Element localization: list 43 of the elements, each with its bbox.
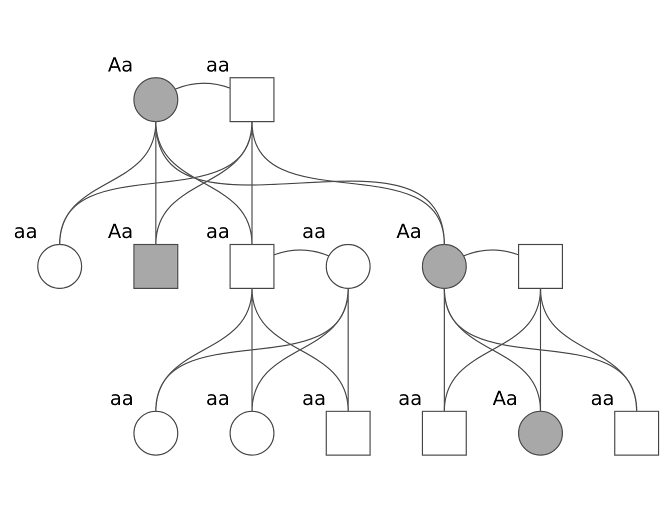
connector [175, 82, 230, 90]
node-label: Aa [108, 220, 134, 243]
connector [155, 121, 253, 244]
connector [464, 248, 519, 256]
connector [155, 121, 156, 244]
node-label: aa [590, 386, 615, 410]
node-box [326, 410, 371, 456]
connector [444, 288, 542, 411]
node-label: aa [398, 386, 422, 410]
connector [155, 120, 445, 244]
connector [251, 121, 445, 244]
node-label: Aa [108, 52, 134, 76]
node-label: aa [302, 386, 326, 410]
node-circle [37, 243, 82, 288]
node-circle [326, 243, 371, 288]
node-box [133, 243, 178, 288]
node-box [230, 243, 275, 288]
connector [155, 288, 349, 411]
node-label: aa [14, 220, 38, 243]
node-box [614, 410, 660, 456]
node-label: aa [110, 386, 134, 410]
connector [444, 288, 445, 411]
connector [274, 248, 329, 256]
node-circle [422, 243, 467, 288]
connector [59, 121, 156, 244]
connector [59, 121, 253, 244]
connector [251, 288, 349, 411]
node-label: aa [206, 52, 230, 76]
node-label: Aa [492, 386, 518, 410]
node-box [518, 243, 564, 288]
node-label: aa [206, 220, 230, 243]
node-box [422, 410, 467, 456]
connector [444, 288, 638, 411]
connector [540, 288, 638, 411]
node-circle [518, 410, 564, 456]
node-circle [133, 410, 178, 456]
node-circle [230, 410, 275, 456]
node-label: aa [206, 386, 230, 410]
node-label: aa [302, 220, 326, 243]
node-box [230, 76, 275, 122]
connector [348, 288, 349, 411]
node-circle [133, 76, 178, 122]
node-label: Aa [396, 220, 422, 243]
